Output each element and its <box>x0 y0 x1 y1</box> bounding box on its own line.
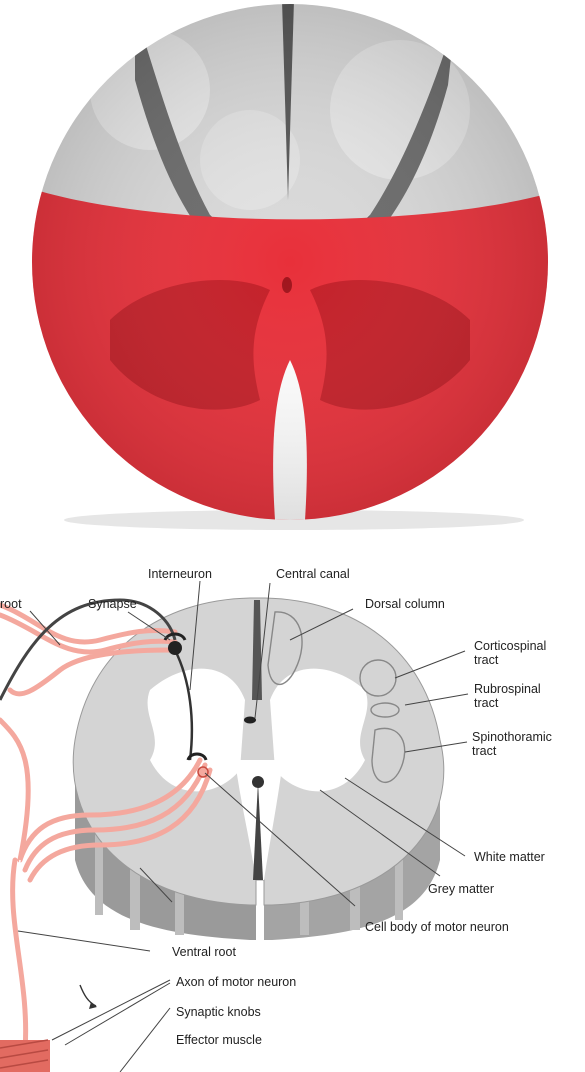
cross-section-top <box>20 0 560 540</box>
label-interneuron: Interneuron <box>148 567 212 581</box>
label-ventral-root: Ventral root <box>172 945 236 959</box>
label-spinothalamic-2: tract <box>472 744 497 758</box>
label-rubrospinal: Rubrospinal <box>474 682 541 696</box>
label-white-matter: White matter <box>474 850 545 864</box>
label-effector-muscle: Effector muscle <box>176 1033 262 1047</box>
grey-matter-left <box>148 669 245 792</box>
synapse-point <box>168 641 182 655</box>
label-central-canal: Central canal <box>276 567 350 581</box>
label-dorsal-column: Dorsal column <box>365 597 445 611</box>
label-corticospinal-2: tract <box>474 653 499 667</box>
label-corticospinal: Corticospinal <box>474 639 546 653</box>
label-synapse: Synapse <box>88 597 137 611</box>
label-synaptic-knobs: Synaptic knobs <box>176 1005 261 1019</box>
label-axon: Axon of motor neuron <box>176 975 296 989</box>
motor-neuron-cell-body <box>198 767 208 777</box>
label-root: root <box>0 597 22 611</box>
impulse-arrow <box>80 985 96 1006</box>
central-canal <box>244 717 256 724</box>
label-cell-body: Cell body of motor neuron <box>365 920 509 934</box>
grey-matter-right <box>270 669 367 792</box>
label-grey-matter: Grey matter <box>428 882 494 896</box>
reflex-arc-diagram: root Synapse Interneuron Central canal D… <box>0 567 552 1072</box>
label-rubrospinal-2: tract <box>474 696 499 710</box>
label-spinothalamic: Spinothoramic <box>472 730 552 744</box>
